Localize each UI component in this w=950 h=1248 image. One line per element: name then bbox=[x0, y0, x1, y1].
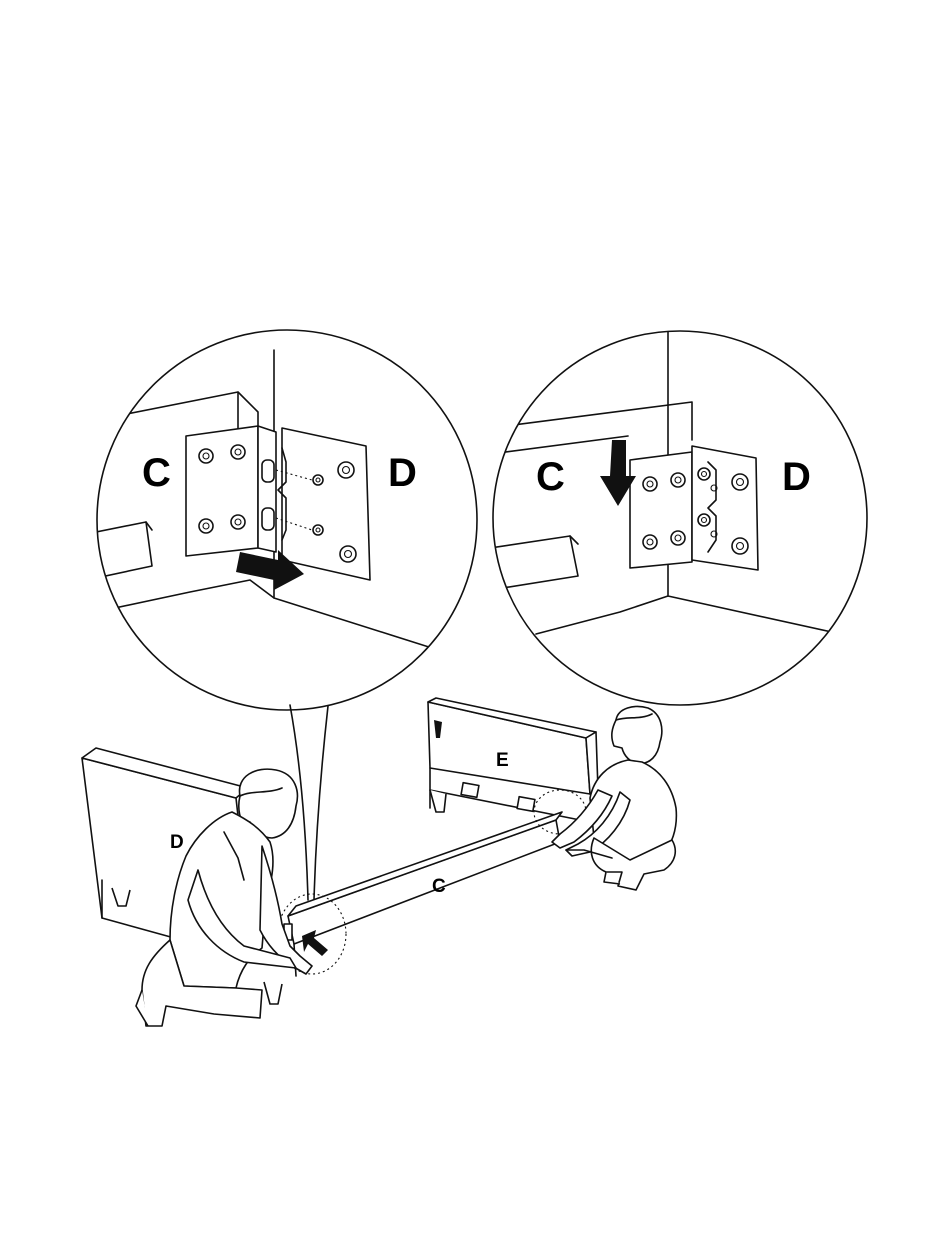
left-detail-circle: C D bbox=[96, 330, 477, 710]
side-rail-c: C bbox=[278, 790, 586, 976]
rail-c-label: C bbox=[432, 876, 446, 897]
panel-e-label: E bbox=[496, 750, 509, 771]
left-detail-label-d: D bbox=[388, 451, 417, 495]
left-detail-label-c: C bbox=[142, 451, 171, 495]
right-c-bracket bbox=[630, 452, 692, 568]
right-detail-label-c: C bbox=[536, 455, 565, 499]
main-scene: E D C bbox=[82, 698, 676, 1026]
right-d-bracket bbox=[692, 446, 758, 570]
callout-line-right bbox=[314, 706, 328, 900]
left-c-bracket bbox=[186, 426, 276, 556]
panel-d-label: D bbox=[170, 832, 184, 853]
panel-e: E bbox=[428, 698, 598, 822]
right-detail-label-d: D bbox=[782, 455, 811, 499]
right-detail-circle: C D bbox=[490, 330, 868, 705]
